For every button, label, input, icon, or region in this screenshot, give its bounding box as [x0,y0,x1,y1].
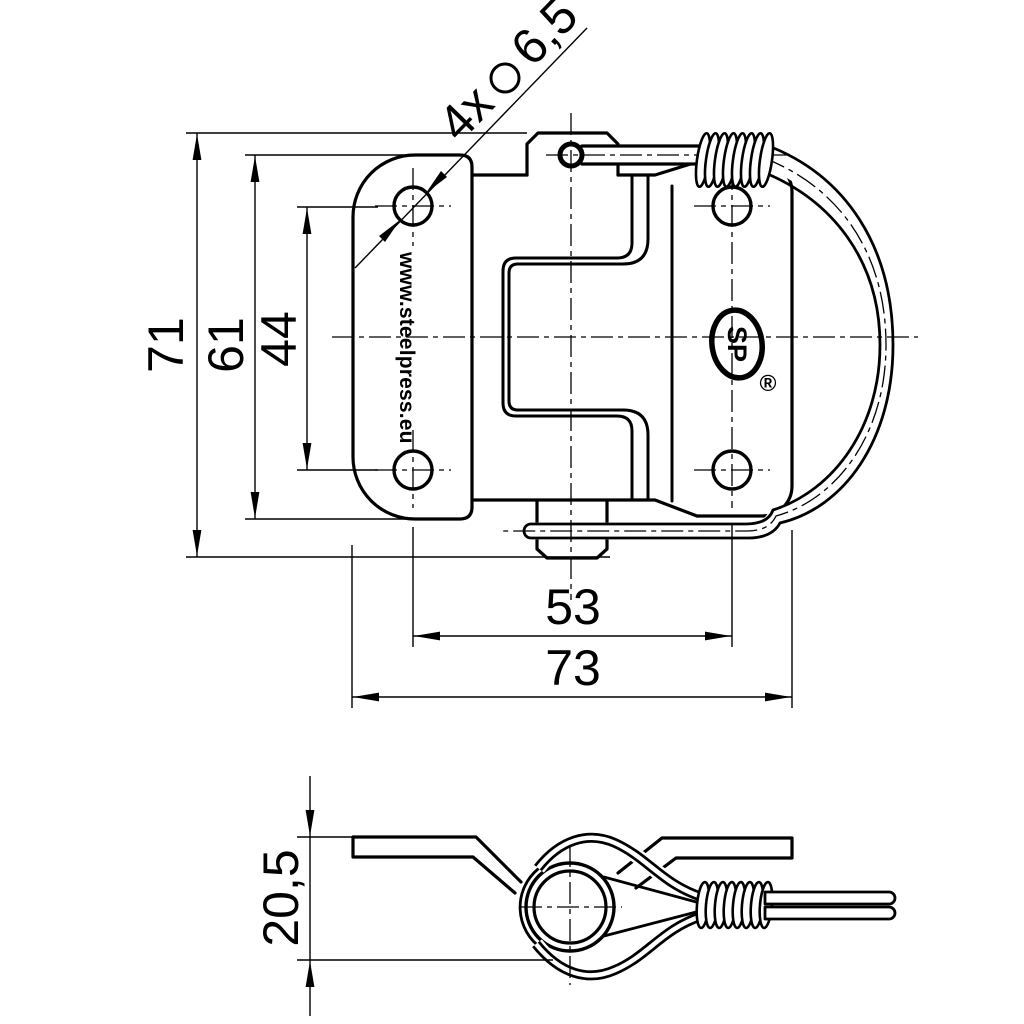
registered-mark: ® [760,370,777,396]
side-wire-tails [763,890,897,921]
url-text: www.steelpress.eu [395,251,418,444]
dim-overall-height: 71 [138,317,194,373]
spring-wire-loop [522,143,895,540]
right-leaf-edge [501,175,650,502]
spring-coil-top [694,131,775,189]
side-view: 20,5 [253,776,897,1016]
dim-hole-pitch-vertical: 44 [251,311,307,367]
hole-cross-centerlines [375,205,770,471]
dimension-61: 61 [198,154,412,520]
dim-overall-width: 73 [545,640,601,696]
hole-note-value: 6,5 [500,0,589,76]
dimension-20-5: 20,5 [253,776,553,1016]
dimension-71: 71 [138,132,610,558]
spring-coil-side [695,880,774,930]
wire-centerline [502,157,887,532]
center-leaf [470,131,699,560]
bottom-knuckle-stub [535,537,609,560]
side-centerlines [520,845,622,985]
logo-text: SP [722,326,752,362]
mounting-holes [392,185,753,491]
logo: SP ® [709,307,777,396]
top-view: www.steelpress.eu SP ® [138,0,918,708]
dim-hole-pitch-horizontal: 53 [545,579,601,635]
dimension-73: 73 [351,530,793,708]
diameter-symbol [489,62,521,94]
side-wire-v-lines [602,875,702,938]
side-wire-wrap-arc [518,867,543,950]
dim-profile-height: 20,5 [253,849,309,946]
centerlines [332,113,918,600]
side-left-leaf [351,835,523,895]
dimension-53: 53 [412,524,733,647]
dim-plate-height: 61 [198,317,254,373]
side-spring-wire [530,830,705,983]
dimension-44: 44 [251,206,378,471]
bottom-knuckle-block [535,498,609,525]
